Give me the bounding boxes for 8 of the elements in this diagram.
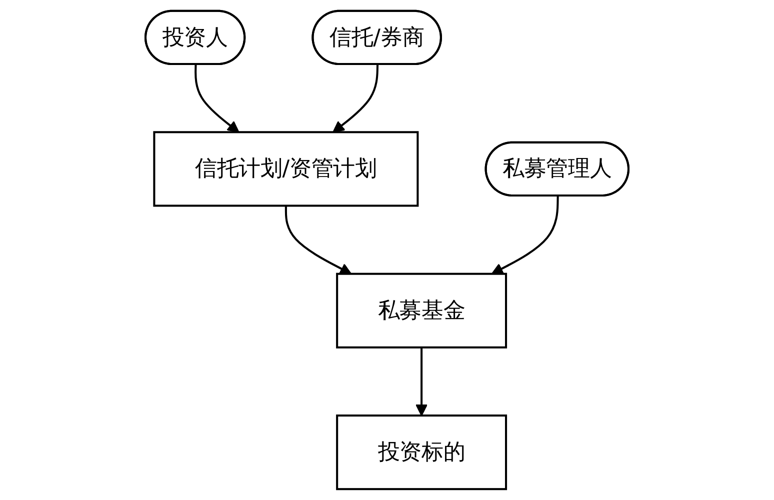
arrow: [491, 196, 559, 274]
arrow: [194, 64, 240, 133]
arrow: [332, 64, 379, 133]
node-box: 私募基金: [336, 272, 508, 348]
arrow: [284, 206, 352, 274]
node-box: 投资标的: [336, 414, 508, 490]
node-box: 信托计划/资管计划: [153, 131, 419, 207]
arrow: [416, 347, 428, 416]
